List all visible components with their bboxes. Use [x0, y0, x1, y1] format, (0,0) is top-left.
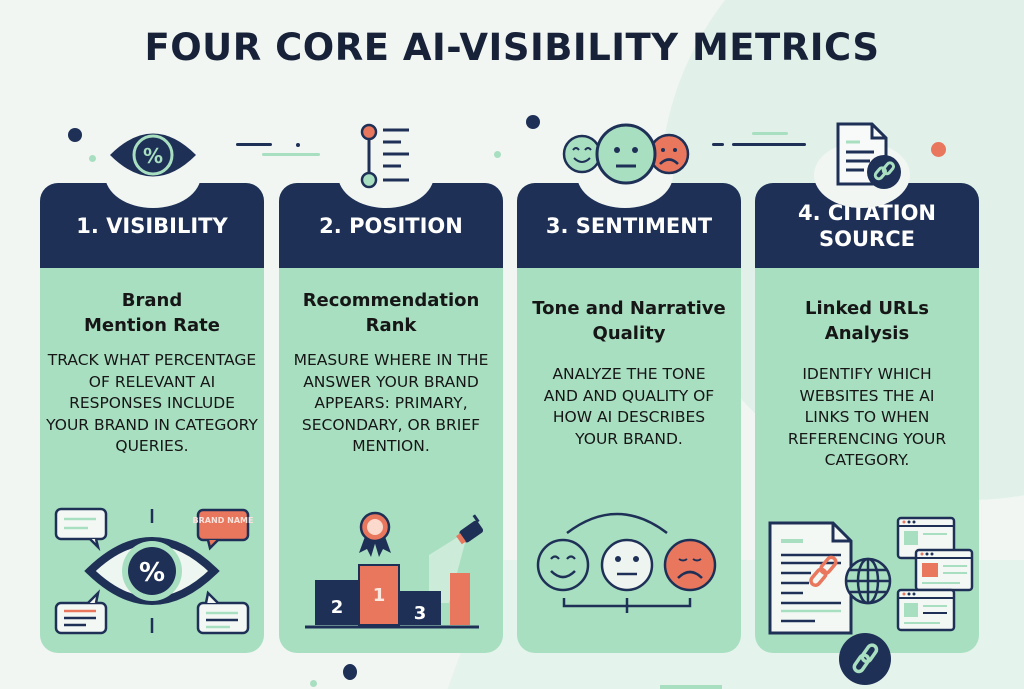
svg-text:1: 1	[373, 585, 386, 606]
decor-dot	[310, 680, 317, 687]
card-description: ANALYZE THE TONE AND AND QUALITY OF HOW …	[543, 365, 715, 448]
faces-icon	[562, 123, 690, 185]
card-header-label: 1. VISIBILITY	[76, 213, 228, 238]
card-header: 1. VISIBILITY	[40, 183, 264, 268]
decor-dot	[296, 143, 300, 147]
card-header-label: 4. CITATION SOURCE	[797, 200, 936, 251]
award-ribbon-icon	[359, 511, 391, 557]
decor-line	[262, 153, 320, 156]
decor-bar	[660, 685, 722, 689]
spotlight-icon	[456, 514, 484, 545]
ranked-list-icon	[360, 123, 409, 189]
website-window-icon	[914, 548, 974, 592]
card-description: TRACK WHAT PERCENTAGE OF RELEVANT AI RES…	[46, 351, 258, 455]
card-header: 4. CITATION SOURCE	[755, 183, 979, 268]
speech-bubble-icon	[54, 507, 108, 552]
card-subtitle: Tone and Narrative Quality	[532, 298, 726, 344]
metric-card-visibility: 1. VISIBILITY Brand Mention Rate TRACK W…	[40, 183, 264, 653]
link-icon	[809, 555, 838, 588]
neutral-face-icon	[600, 538, 654, 592]
svg-text:3: 3	[414, 603, 427, 624]
page-title: FOUR CORE AI-VISIBILITY METRICS	[144, 26, 880, 69]
card-subtitle: Brand Mention Rate	[84, 290, 220, 336]
decor-line	[732, 143, 806, 146]
website-window-icon	[896, 516, 956, 560]
globe-icon	[844, 557, 892, 605]
decor-dot	[68, 128, 82, 142]
document-link-icon	[836, 122, 901, 189]
card-description: MEASURE WHERE IN THE ANSWER YOUR BRAND A…	[293, 351, 489, 455]
website-window-icon	[896, 588, 956, 632]
card-subtitle: Linked URLs Analysis	[805, 298, 929, 344]
decor-line	[236, 143, 272, 146]
svg-text:2: 2	[331, 597, 344, 618]
metric-card-citation-source: 4. CITATION SOURCE Linked URLs Analysis …	[755, 183, 979, 653]
decor-dot	[494, 151, 501, 158]
sad-face-icon	[663, 538, 717, 592]
svg-text:%: %	[139, 558, 165, 588]
happy-face-icon	[536, 538, 590, 592]
link-badge-icon	[839, 633, 891, 685]
svg-text:%: %	[143, 144, 163, 168]
svg-text:BRAND NAME: BRAND NAME	[193, 516, 254, 525]
podium-illustration: 2 1 3	[305, 511, 484, 629]
metric-card-position: 2. POSITION Recommendation Rank MEASURE …	[279, 183, 503, 653]
card-header-label: 3. SENTIMENT	[545, 213, 713, 238]
metric-card-sentiment: 3. SENTIMENT Tone and Narrative Quality …	[517, 183, 741, 653]
eye-bubbles-illustration: BRAND NAME %	[54, 507, 254, 635]
card-subtitle: Recommendation Rank	[302, 290, 480, 336]
decor-dot	[526, 115, 540, 129]
card-description: IDENTIFY WHICH WEBSITES THE AI LINKS TO …	[787, 365, 947, 469]
eye-percent-icon: %	[110, 133, 196, 177]
decor-dot	[343, 664, 357, 680]
card-header-label: 2. POSITION	[319, 213, 463, 238]
decor-line	[752, 132, 788, 135]
decor-dot	[931, 142, 946, 157]
sentiment-faces-illustration	[536, 512, 717, 613]
citation-illustration	[768, 516, 974, 635]
decor-dot	[89, 155, 96, 162]
decor-line	[712, 143, 724, 146]
